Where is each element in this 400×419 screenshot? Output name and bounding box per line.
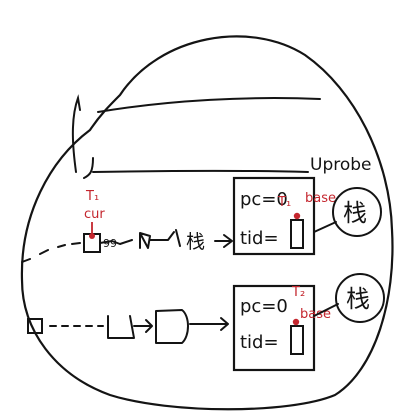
top-leading-dashes bbox=[21, 242, 81, 263]
top-arrow bbox=[214, 234, 233, 248]
bottom-struct-box bbox=[232, 284, 316, 372]
bottom-base-marker: T₂ bbox=[291, 285, 305, 300]
top-stack-circle bbox=[332, 187, 382, 237]
top-stack-link bbox=[313, 221, 337, 233]
bottom-tid-label: tid= bbox=[240, 332, 279, 353]
top-cur-marker: T₁ bbox=[85, 189, 99, 204]
bottom-tid-slot bbox=[290, 325, 304, 355]
bottom-pc-label: pc=0 bbox=[240, 296, 288, 317]
bottom-head-box bbox=[27, 318, 43, 334]
top-pc-label: pc=0 bbox=[240, 189, 288, 210]
bottom-arrow-1 bbox=[133, 319, 153, 333]
top-stack-label: 栈 bbox=[343, 199, 367, 227]
top-arrow-glyph: 栈 bbox=[186, 231, 205, 253]
top-cur-word: cur bbox=[84, 207, 105, 222]
bottom-box-1 bbox=[107, 315, 135, 339]
top-bracket bbox=[71, 94, 321, 179]
bottom-stack-label: 栈 bbox=[346, 285, 370, 313]
top-base-dot bbox=[293, 212, 301, 220]
top-struct-box bbox=[232, 176, 316, 256]
bottom-box-2 bbox=[155, 309, 189, 344]
top-base-word: base bbox=[305, 191, 336, 206]
top-link bbox=[99, 229, 181, 249]
top-tid-label: tid= bbox=[240, 228, 279, 249]
bottom-chain bbox=[27, 309, 229, 344]
bottom-arrow-2 bbox=[189, 317, 229, 331]
bottom-base-dot bbox=[292, 318, 300, 326]
top-base-marker: T₁ bbox=[277, 195, 291, 210]
top-cur-dot bbox=[89, 233, 95, 239]
top-seq-label: 99 bbox=[103, 237, 117, 250]
bottom-stack-link bbox=[313, 303, 339, 317]
outer-oval bbox=[20, 35, 394, 411]
top-tid-slot bbox=[290, 219, 304, 249]
probe-label: Uprobe bbox=[310, 155, 372, 175]
bottom-stack-circle bbox=[335, 273, 385, 323]
